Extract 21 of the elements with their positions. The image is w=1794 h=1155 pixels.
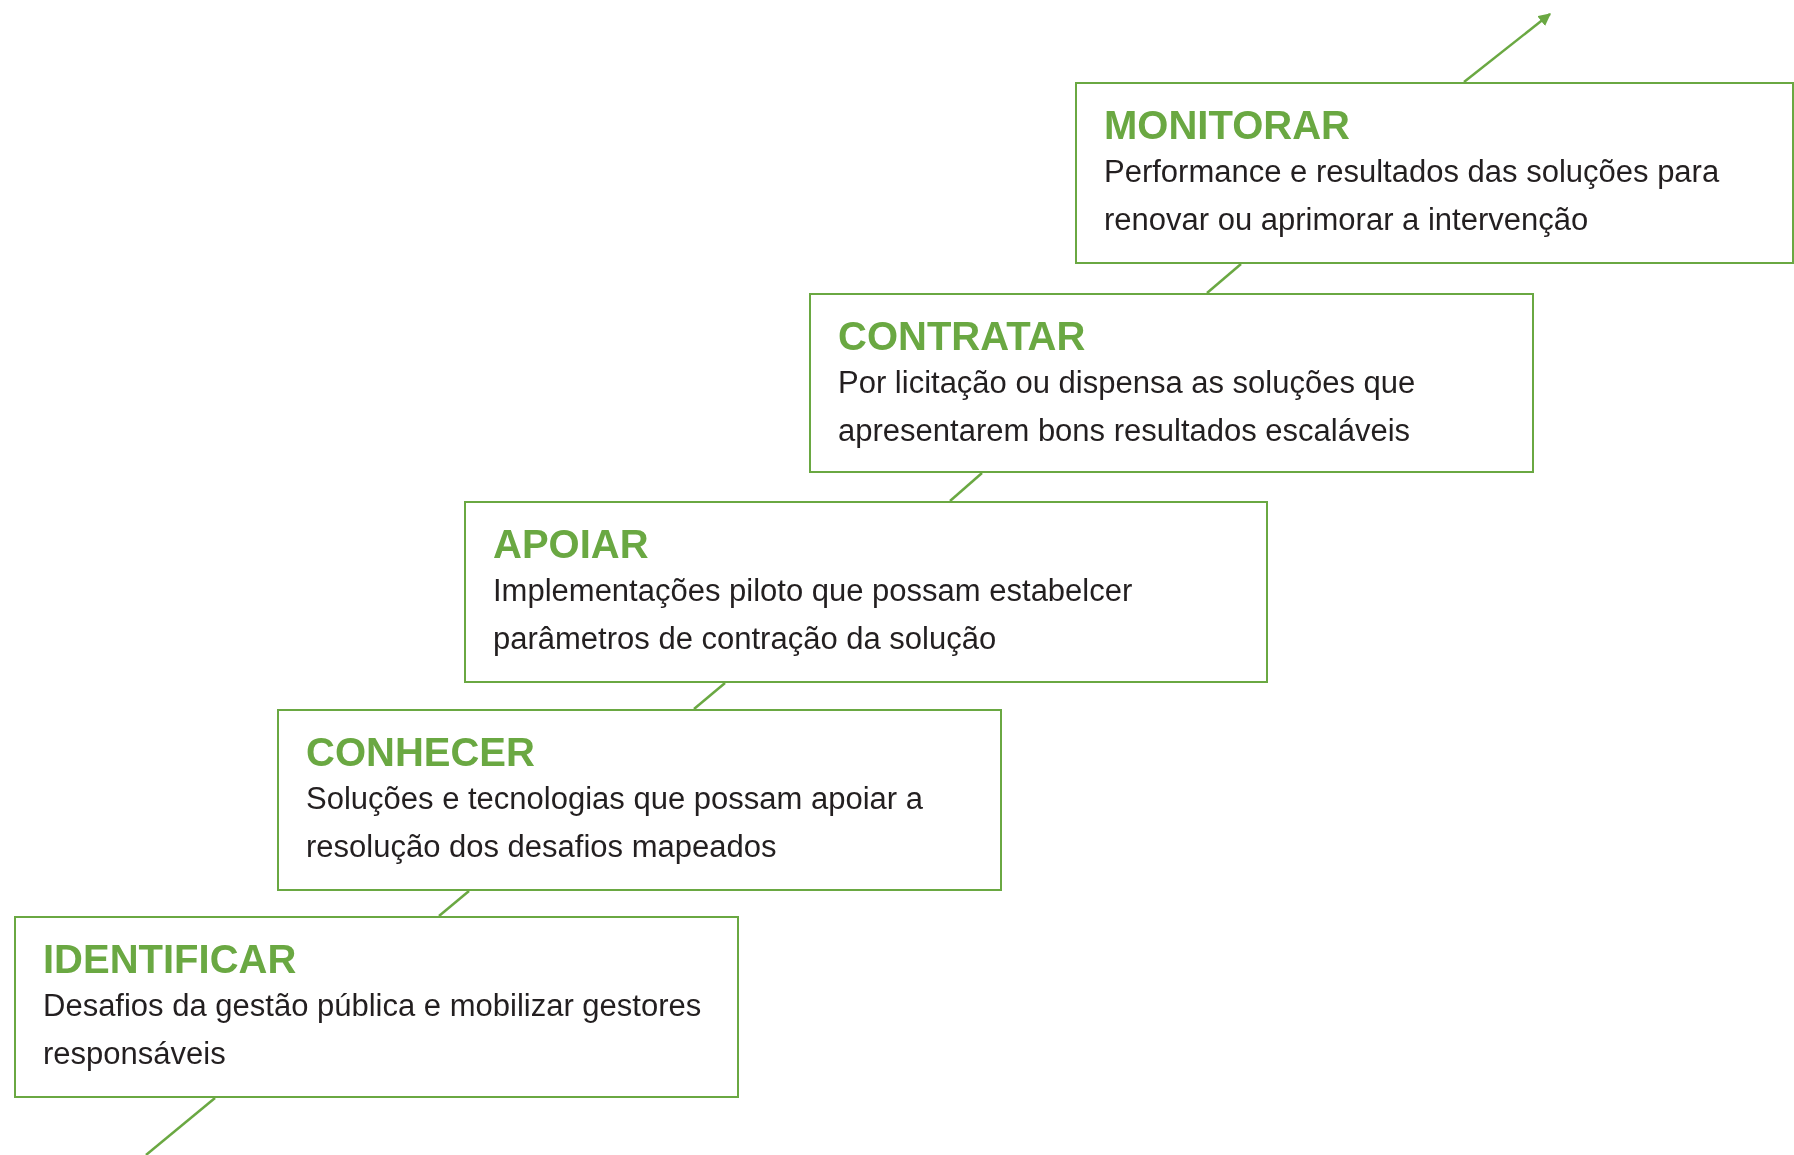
connector-line [1206, 263, 1242, 294]
connector-line [145, 1097, 216, 1155]
step-description: Desafios da gestão pública e mobilizar gestores responsáveis [43, 987, 703, 1073]
step-title: CONHECER [306, 729, 535, 775]
step-title: APOIAR [493, 521, 649, 567]
step-title: CONTRATAR [838, 313, 1086, 359]
arrow [1463, 13, 1551, 83]
step-title: MONITORAR [1104, 102, 1350, 148]
step-box [809, 293, 1534, 473]
step-box [14, 916, 739, 1098]
step-title: IDENTIFICAR [43, 936, 297, 982]
step-description: Implementações piloto que possam estabelcer parâmetros de contração da solução [493, 572, 1134, 658]
connector-line [438, 890, 470, 917]
step-description: Por licitação ou dispensa as soluções que apresentarem bons resultados escaláveis [838, 364, 1417, 450]
connector-line [949, 472, 983, 502]
step-box [277, 709, 1002, 891]
step-box [1075, 82, 1794, 264]
step-box [464, 501, 1268, 683]
connector-line [693, 682, 726, 710]
step-description: Performance e resultados das soluções para renovar ou aprimorar a intervenção [1104, 153, 1721, 239]
step-description: Soluções e tecnologias que possam apoiar a resolução dos desafios mapeados [306, 780, 924, 866]
